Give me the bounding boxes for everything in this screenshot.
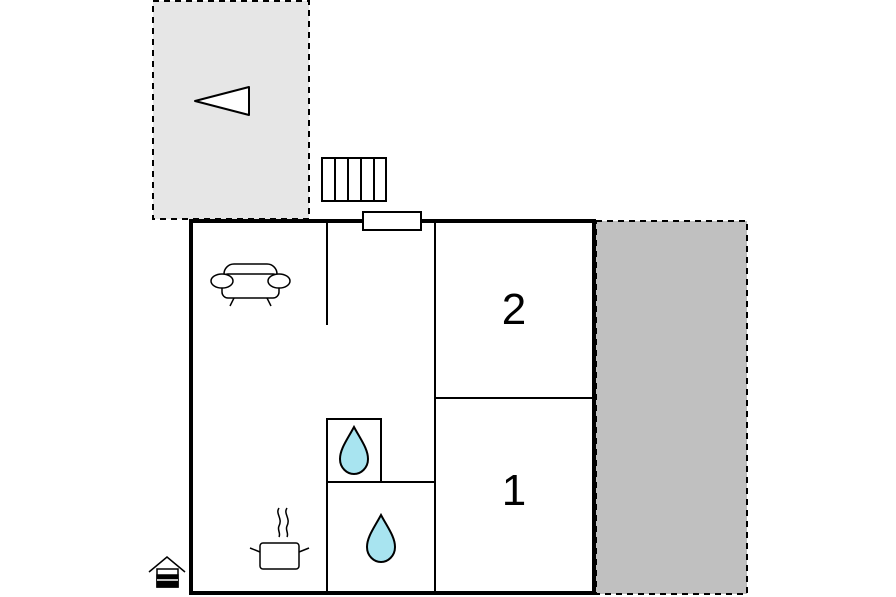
cooking-pot-icon: [249, 507, 310, 570]
room-label-2: 2: [502, 285, 526, 334]
house-outline: [189, 219, 596, 595]
house-icon: [148, 556, 186, 588]
bathroom-water-icon: [338, 424, 370, 476]
sofa-icon: [210, 263, 291, 307]
stairs-icon: [321, 157, 387, 202]
interior-walls: [326, 221, 594, 593]
parking-area: [595, 220, 748, 595]
room-label-1: 1: [502, 466, 526, 515]
compass-arrow-icon: [194, 86, 250, 116]
entrance-door-icon: [362, 211, 422, 231]
shower-water-icon: [365, 512, 397, 564]
